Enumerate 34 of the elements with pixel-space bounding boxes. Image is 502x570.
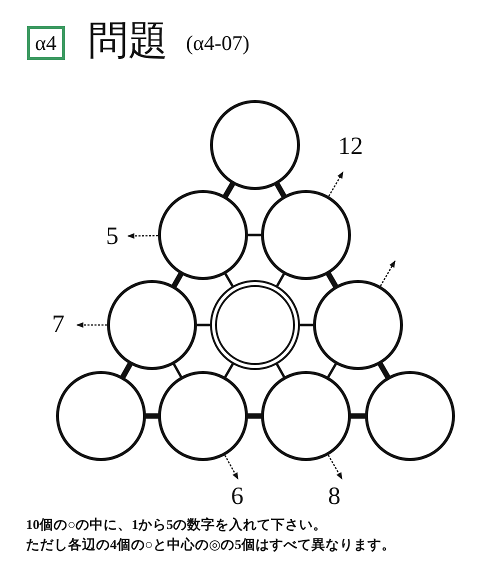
- connector-bar: [274, 182, 287, 198]
- arrow: [328, 171, 344, 197]
- connector-bar: [224, 362, 234, 378]
- connector-bar: [326, 272, 338, 288]
- arrow: [127, 233, 158, 239]
- connector-bar: [171, 272, 184, 288]
- connector-bar: [350, 413, 366, 419]
- connector-bar: [172, 362, 183, 378]
- connector-bar: [299, 324, 314, 326]
- problem-code: (α4-07): [186, 30, 250, 56]
- instruction-text: 10個の○の中に、1から5の数字を入れて下さい。: [26, 516, 328, 534]
- connector-bar: [222, 182, 236, 198]
- instruction-text: ただし各辺の4個の○と中心の◎の5個はすべて異なります。: [26, 536, 396, 554]
- connector-bar: [247, 413, 262, 419]
- connector-bar: [275, 362, 286, 378]
- arrow: [76, 322, 107, 328]
- arrow: [328, 454, 343, 480]
- sum-number: 12: [338, 134, 363, 160]
- connector-bar: [377, 362, 391, 380]
- sum-number: 5: [106, 224, 118, 250]
- arrow: [224, 454, 239, 480]
- connector-bar: [224, 272, 234, 288]
- title: 問題: [88, 18, 168, 64]
- connector-bar: [145, 413, 159, 419]
- level-badge: α4: [27, 26, 65, 60]
- connector-bar: [276, 272, 286, 288]
- connector-bar: [196, 324, 211, 326]
- connector-bar: [326, 362, 338, 378]
- sum-number: 7: [52, 312, 64, 338]
- connector-bar: [120, 362, 133, 379]
- arrow: [380, 260, 396, 286]
- sum-number: 6: [231, 484, 244, 510]
- sum-number: 8: [328, 484, 340, 510]
- connector-bar: [247, 234, 262, 236]
